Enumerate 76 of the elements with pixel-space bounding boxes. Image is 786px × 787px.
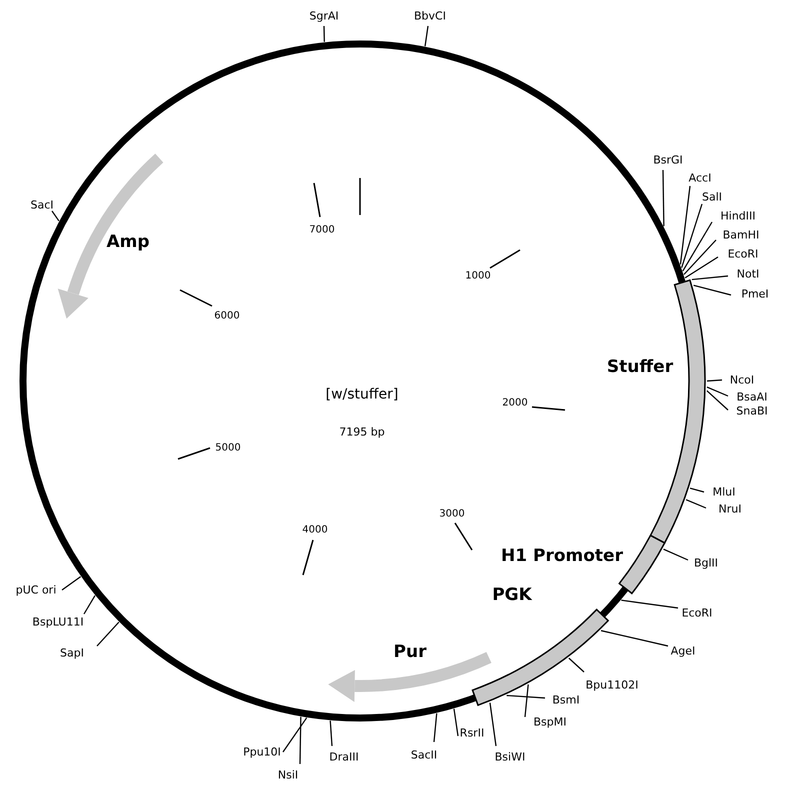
feature-label: PGK bbox=[492, 585, 532, 605]
site-label: MluI bbox=[712, 486, 736, 498]
leader-line bbox=[282, 717, 308, 752]
site-label: HindIII bbox=[720, 210, 756, 222]
leader-line bbox=[453, 708, 459, 736]
site-label: NcoI bbox=[730, 374, 754, 386]
site-label: NruI bbox=[718, 502, 742, 516]
site-label: BsiWI bbox=[494, 750, 526, 764]
tick-label: 7000 bbox=[309, 224, 335, 236]
site-label: Ppu10I bbox=[243, 746, 281, 758]
site-label: NotI bbox=[736, 268, 760, 280]
leader-line bbox=[706, 386, 728, 397]
feature-label: Stuffer bbox=[606, 357, 674, 377]
site-label: AccI bbox=[688, 172, 712, 184]
leader-line bbox=[693, 284, 732, 296]
site-label: BspLU11I bbox=[32, 616, 84, 628]
leader-line bbox=[83, 595, 96, 614]
site-label: BspMI bbox=[534, 716, 566, 728]
site-label: DraIII bbox=[329, 750, 359, 764]
site-label: RsrII bbox=[460, 726, 484, 740]
leader-line bbox=[621, 600, 678, 609]
tick-label: 6000 bbox=[214, 310, 240, 322]
leader-line bbox=[686, 499, 706, 509]
leader-line bbox=[680, 186, 691, 264]
leader-line bbox=[600, 630, 668, 647]
leader-line bbox=[506, 694, 546, 699]
site-label: SalI bbox=[702, 190, 722, 204]
tick-label: 1000 bbox=[465, 270, 491, 282]
site-label: EcoRI bbox=[682, 606, 712, 620]
leader-line bbox=[489, 702, 497, 746]
site-label: SnaBI bbox=[736, 404, 768, 418]
site-label: BsaAI bbox=[736, 390, 768, 404]
site-label: SgrAI bbox=[309, 10, 339, 22]
leader-line bbox=[524, 684, 529, 718]
site-label: EcoRI bbox=[728, 248, 758, 260]
leader-line bbox=[706, 379, 722, 382]
site-label: BglII bbox=[694, 556, 718, 570]
leader-line bbox=[681, 204, 703, 268]
leader-line bbox=[52, 210, 60, 222]
site-label: pUC ori bbox=[16, 584, 56, 596]
site-label: BamHI bbox=[722, 228, 760, 242]
leader-line bbox=[706, 390, 728, 410]
tick-label: 4000 bbox=[302, 524, 328, 536]
leader-line bbox=[684, 240, 716, 275]
leader-line bbox=[323, 26, 325, 42]
leader-line bbox=[663, 548, 688, 561]
site-label: SacII bbox=[410, 748, 438, 762]
tick-label: 3000 bbox=[439, 508, 465, 520]
leader-line bbox=[424, 26, 429, 46]
feature-label: Amp bbox=[106, 232, 150, 252]
site-label: NsiI bbox=[278, 768, 298, 782]
leader-line bbox=[662, 170, 664, 226]
site-label: BsrGI bbox=[653, 154, 683, 166]
leader-line bbox=[568, 658, 584, 672]
leader-line bbox=[692, 275, 728, 280]
site-label: BbvCI bbox=[414, 10, 446, 22]
plasmid-subtitle: [w/stuffer] bbox=[326, 386, 398, 404]
site-label: BsmI bbox=[552, 694, 580, 706]
site-label: SapI bbox=[60, 646, 84, 660]
site-label: AgeI bbox=[670, 644, 696, 658]
site-label: Bpu1102I bbox=[586, 678, 638, 692]
site-label: PmeI bbox=[741, 288, 769, 300]
feature-label: Pur bbox=[394, 642, 426, 662]
leader-line bbox=[682, 222, 713, 272]
leader-line bbox=[684, 256, 718, 278]
leader-line bbox=[433, 713, 438, 742]
tick-label: 2000 bbox=[502, 396, 528, 410]
leader-line bbox=[96, 622, 120, 646]
tick-label: 5000 bbox=[215, 442, 241, 454]
leader-line bbox=[62, 576, 82, 590]
leader-line bbox=[330, 720, 333, 746]
leader-line bbox=[690, 488, 704, 493]
site-label: SacI bbox=[30, 198, 54, 212]
size-label: 7195 bp bbox=[339, 426, 385, 438]
feature-label: H1 Promoter bbox=[501, 546, 623, 566]
leader-line bbox=[299, 716, 302, 764]
